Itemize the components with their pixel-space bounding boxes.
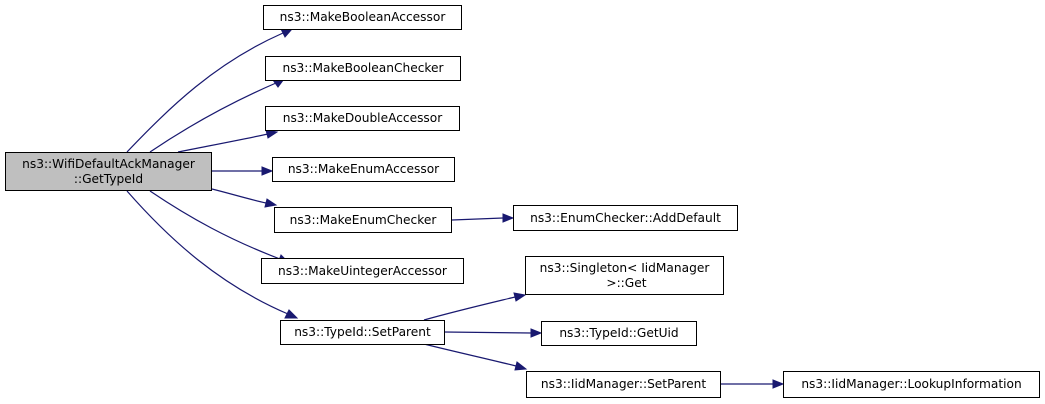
arrowhead-set-parent bbox=[284, 309, 299, 319]
node-type-id-set-parent[interactable]: ns3::TypeId::SetParent bbox=[280, 320, 445, 345]
arrowhead-iid-set-parent bbox=[514, 361, 528, 371]
edge-root-to-boolean-accessor bbox=[126, 32, 284, 153]
edge-enum-checker-to-add-default bbox=[451, 217, 504, 221]
node-make-uinteger-accessor[interactable]: ns3::MakeUintegerAccessor bbox=[261, 258, 464, 284]
arrowhead-add-default bbox=[502, 213, 515, 223]
edge-root-to-double-accessor bbox=[177, 133, 269, 153]
arrowhead-enum-accessor bbox=[261, 166, 274, 176]
node-make-boolean-checker[interactable]: ns3::MakeBooleanChecker bbox=[265, 56, 461, 81]
arrowhead-get-uid bbox=[530, 328, 543, 338]
node-label: ns3::EnumChecker::AddDefault bbox=[530, 210, 721, 225]
node-singleton-iid-manager-get[interactable]: ns3::Singleton< IidManager >::Get bbox=[525, 256, 724, 295]
node-label: ns3::MakeBooleanAccessor bbox=[279, 10, 446, 24]
node-label: ns3::MakeDoubleAccessor bbox=[282, 111, 443, 125]
node-label: ns3::IidManager::SetParent bbox=[540, 377, 707, 391]
node-enum-checker-add-default[interactable]: ns3::EnumChecker::AddDefault bbox=[513, 205, 738, 231]
node-label: ns3::MakeBooleanChecker bbox=[282, 61, 444, 75]
node-label-line2: >::Get bbox=[602, 275, 647, 290]
arrowhead-enum-checker bbox=[264, 198, 278, 208]
node-label: ns3::TypeId::SetParent bbox=[294, 325, 431, 339]
node-label: ns3::MakeEnumAccessor bbox=[287, 162, 440, 176]
arrowhead-double-accessor bbox=[265, 129, 279, 139]
node-label: ns3::MakeUintegerAccessor bbox=[278, 263, 447, 278]
arrowhead-boolean-accessor bbox=[280, 28, 294, 38]
edge-set-parent-to-singleton-get bbox=[423, 296, 516, 321]
arrowhead-singleton-get bbox=[513, 292, 527, 302]
node-make-double-accessor[interactable]: ns3::MakeDoubleAccessor bbox=[265, 106, 460, 131]
edge-set-parent-to-iid-set-parent bbox=[423, 343, 517, 367]
node-label: ns3::TypeId::GetUid bbox=[559, 326, 679, 340]
edge-root-to-enum-checker bbox=[211, 188, 267, 204]
edge-root-to-boolean-checker bbox=[149, 82, 277, 153]
node-label-line1: ns3::Singleton< IidManager bbox=[539, 260, 710, 275]
node-make-enum-checker[interactable]: ns3::MakeEnumChecker bbox=[274, 207, 452, 233]
edge-root-to-set-parent bbox=[126, 190, 289, 315]
node-label: ns3::IidManager::LookupInformation bbox=[801, 377, 1022, 391]
node-label: ns3::MakeEnumChecker bbox=[289, 212, 437, 227]
node-iid-manager-set-parent[interactable]: ns3::IidManager::SetParent bbox=[526, 371, 721, 398]
node-iid-manager-lookup-information[interactable]: ns3::IidManager::LookupInformation bbox=[783, 371, 1040, 398]
node-label-line1: ns3::WifiDefaultAckManager bbox=[22, 156, 195, 171]
node-wifi-default-ack-manager-get-type-id[interactable]: ns3::WifiDefaultAckManager ::GetTypeId bbox=[5, 152, 212, 191]
edge-root-to-uinteger-accessor bbox=[149, 190, 281, 260]
edge-set-parent-to-get-uid bbox=[443, 331, 532, 334]
node-make-boolean-accessor[interactable]: ns3::MakeBooleanAccessor bbox=[263, 5, 462, 30]
node-label-line2: ::GetTypeId bbox=[73, 171, 144, 186]
arrowhead-lookup bbox=[772, 379, 785, 389]
node-type-id-get-uid[interactable]: ns3::TypeId::GetUid bbox=[541, 321, 697, 346]
node-make-enum-accessor[interactable]: ns3::MakeEnumAccessor bbox=[272, 157, 455, 182]
